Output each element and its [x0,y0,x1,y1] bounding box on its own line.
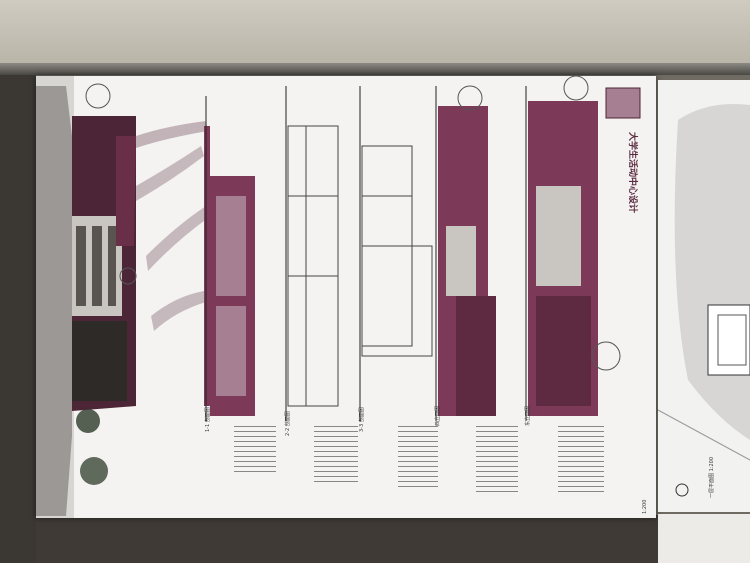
architecture-poster: 大学生活动中心设计 1-1 剖面图 2-2 剖面图 3-3 剖面图 西立面图 东… [36,76,656,518]
plan-label: 一层平面图 1:200 [709,457,715,498]
elevation-label-east: 东立面图 [525,405,531,426]
scale-note: 1:200 [642,499,648,514]
elevation-label-west: 西立面图 [435,405,441,426]
poster-title: 大学生活动中心设计 [627,132,637,214]
text-block-2 [314,426,358,486]
section-label-3: 3-3 剖面图 [359,407,365,432]
text-block-1 [234,426,276,474]
adjacent-poster: 一层平面图 1:200 [658,80,750,512]
wall-left [0,75,36,563]
display-board [36,515,750,563]
section-label-2: 2-2 剖面图 [285,411,291,436]
text-block-3 [398,426,438,490]
section-label-1: 1-1 剖面图 [205,407,211,432]
poster-drawings [36,76,641,518]
text-block-5 [558,426,604,496]
display-rail [0,63,750,75]
adjacent-poster-bottom [658,514,750,563]
text-block-4 [476,426,518,496]
wall-top [0,0,750,66]
site-plan [658,104,750,497]
